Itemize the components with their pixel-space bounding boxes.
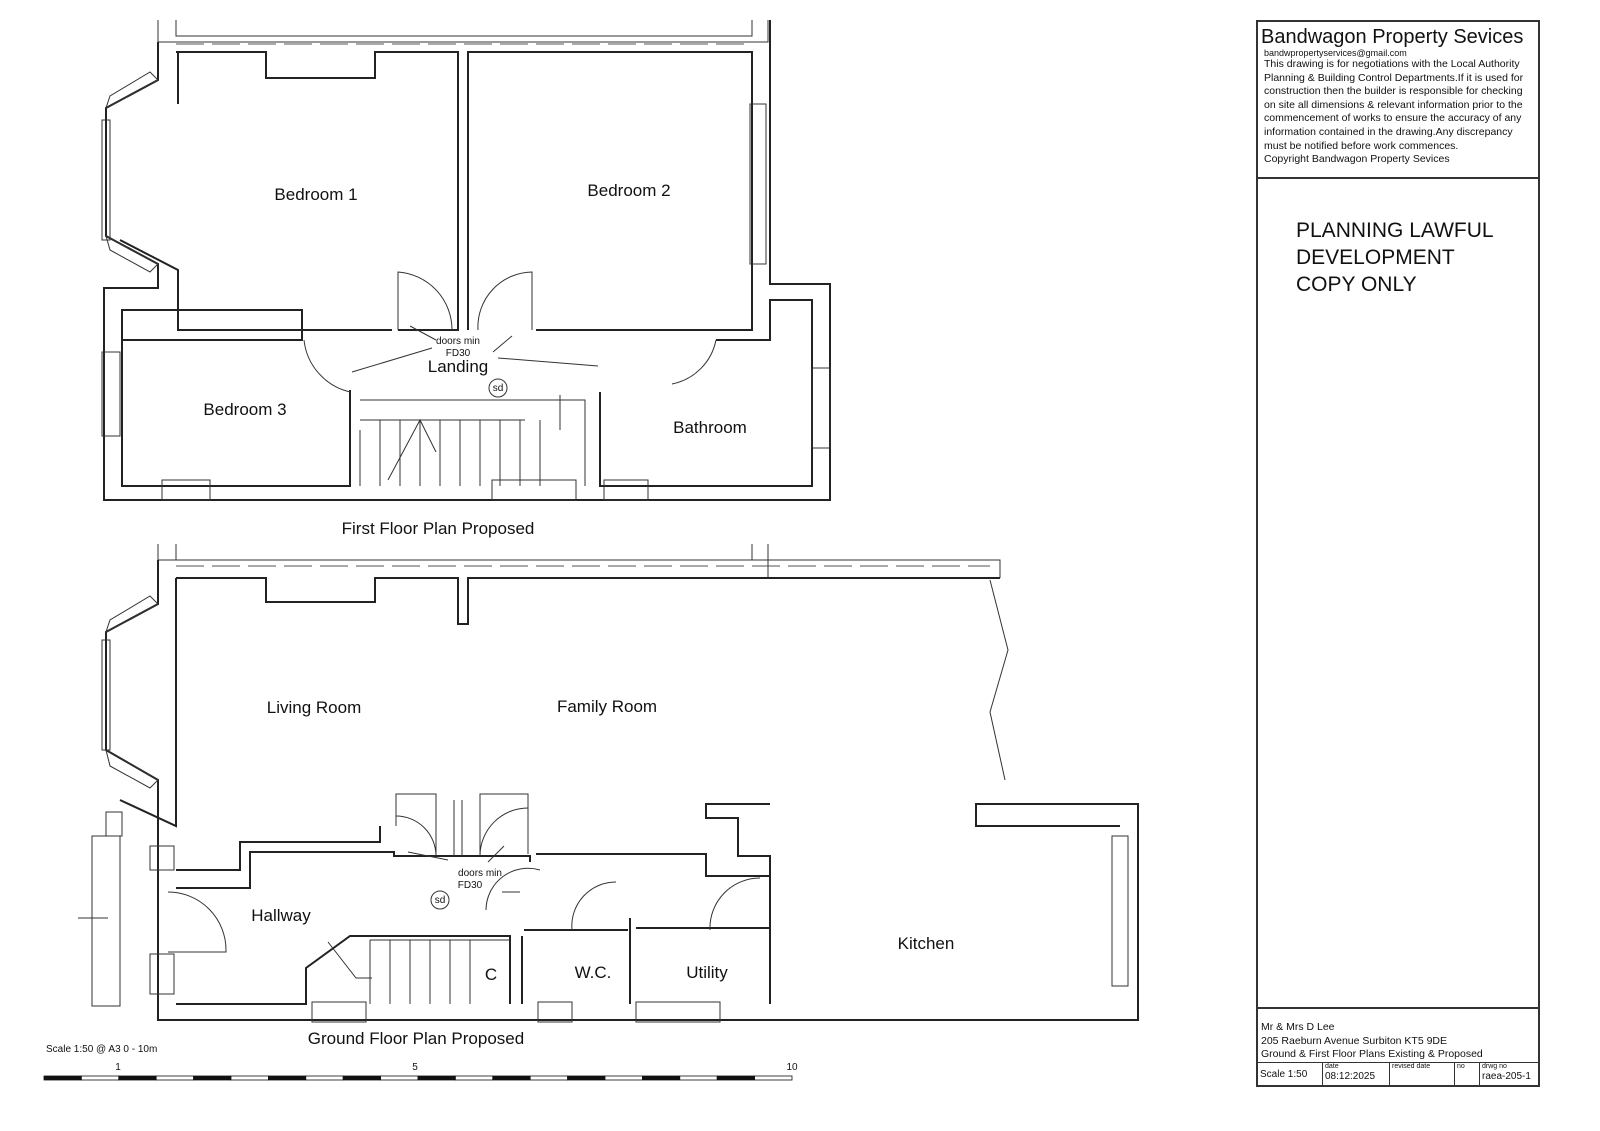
scale-bar-segment xyxy=(642,1075,681,1081)
ground-floor-plan: sd Living Room Family Room Hallway Kitch… xyxy=(78,544,1139,1048)
company-name: Bandwagon Property Sevices xyxy=(1261,26,1524,48)
first-floor-plan: sd Bedroom 1 Bedroom 2 Bedroom 3 Landing… xyxy=(101,20,831,538)
stamp-line: DEVELOPMENT xyxy=(1296,246,1455,269)
scale-bar-segment xyxy=(118,1075,157,1081)
scale-bar-segment xyxy=(230,1075,269,1081)
drawing-description: Ground & First Floor Plans Existing & Pr… xyxy=(1261,1048,1483,1060)
scale-bar-segment xyxy=(155,1075,194,1081)
planning-stamp: PLANNING LAWFUL DEVELOPMENT COPY ONLY xyxy=(1296,217,1494,298)
scale-bar-segment xyxy=(492,1075,531,1081)
scale-bar-segment xyxy=(417,1075,456,1081)
door-note: doors min xyxy=(436,336,480,347)
stamp-line: PLANNING LAWFUL xyxy=(1296,219,1494,242)
drawing-no-label: drwg no xyxy=(1482,1063,1507,1070)
scale-bar: Scale 1:50 @ A3 0 - 10m 1 5 10 xyxy=(43,1044,798,1081)
scale-bar-segment xyxy=(604,1075,643,1081)
scale-bar-segment xyxy=(567,1075,606,1081)
drawing-scale: Scale 1:50 xyxy=(1258,1063,1323,1085)
smoke-detector-label: sd xyxy=(435,895,446,906)
room-label-family-room: Family Room xyxy=(557,697,657,716)
ground-floor-plan-title: Ground Floor Plan Proposed xyxy=(308,1029,524,1048)
stamp-line: COPY ONLY xyxy=(1296,273,1417,296)
room-label-utility: Utility xyxy=(686,963,728,982)
room-label-bathroom: Bathroom xyxy=(673,418,747,437)
note-line: information contained in the drawing.Any… xyxy=(1264,125,1513,138)
smoke-detector-label: sd xyxy=(493,383,504,394)
scale-bar-segment xyxy=(716,1075,756,1081)
note-line: on site all dimensions & relevant inform… xyxy=(1264,98,1523,111)
title-block: Bandwagon Property Sevices bandwproperty… xyxy=(1256,20,1540,1087)
scale-bar-segment xyxy=(81,1075,120,1081)
room-label-bedroom-1: Bedroom 1 xyxy=(274,185,357,204)
room-label-hallway: Hallway xyxy=(251,906,311,925)
revised-date-label: revised date xyxy=(1392,1063,1431,1070)
client-name: Mr & Mrs D Lee xyxy=(1261,1021,1335,1033)
room-label-cupboard: C xyxy=(485,965,497,984)
room-label-bedroom-3: Bedroom 3 xyxy=(203,400,286,419)
scale-bar-segment xyxy=(454,1075,494,1081)
note-line: Copyright Bandwagon Property Sevices xyxy=(1264,153,1450,166)
room-label-living-room: Living Room xyxy=(267,698,362,717)
client-info: Mr & Mrs D Lee 205 Raeburn Avenue Surbit… xyxy=(1258,1007,1538,1062)
note-line: This drawing is for negotiations with th… xyxy=(1264,58,1520,70)
scale-caption: Scale 1:50 @ A3 0 - 10m xyxy=(46,1044,157,1055)
first-floor-plan-title: First Floor Plan Proposed xyxy=(342,519,535,538)
scale-bar-segment xyxy=(267,1075,307,1081)
company-email: bandwpropertyservices@gmail.com xyxy=(1264,48,1407,58)
scale-bar-segment xyxy=(679,1075,718,1081)
scale-tick-label: 5 xyxy=(412,1062,418,1073)
scale-bar-segment xyxy=(342,1075,382,1081)
drawing-date: 08:12:2025 xyxy=(1325,1071,1376,1082)
scale-tick-label: 1 xyxy=(115,1062,121,1073)
scale-bar-segment xyxy=(380,1075,419,1081)
note-line: construction then the builder is respons… xyxy=(1264,85,1523,98)
room-label-wc: W.C. xyxy=(575,963,612,982)
room-label-kitchen: Kitchen xyxy=(898,934,955,953)
scale-bar-segment xyxy=(754,1075,793,1081)
door-rating-note: FD30 xyxy=(446,348,471,359)
scale-bar-segment xyxy=(193,1075,232,1081)
scale-bar-segment xyxy=(43,1075,82,1081)
door-rating-note: FD30 xyxy=(458,880,483,891)
drawing-number: raea-205-1 xyxy=(1482,1071,1531,1082)
door-note: doors min xyxy=(458,868,502,879)
room-label-landing: Landing xyxy=(428,357,489,376)
date-label: date xyxy=(1325,1063,1339,1070)
revision-no-label: no xyxy=(1457,1063,1465,1070)
site-address: 205 Raeburn Avenue Surbiton KT5 9DE xyxy=(1261,1034,1448,1047)
note-line: commencement of works to ensure the accu… xyxy=(1264,112,1522,125)
note-line: must be notified before work commences. xyxy=(1264,139,1459,152)
note-line: Planning & Building Control Departments.… xyxy=(1264,71,1524,84)
scale-tick-label: 10 xyxy=(786,1062,798,1073)
room-label-bedroom-2: Bedroom 2 xyxy=(587,181,670,200)
disclaimer-note: This drawing is for negotiations with th… xyxy=(1264,58,1535,167)
scale-bar-segment xyxy=(305,1075,344,1081)
scale-bar-segment xyxy=(529,1075,569,1081)
